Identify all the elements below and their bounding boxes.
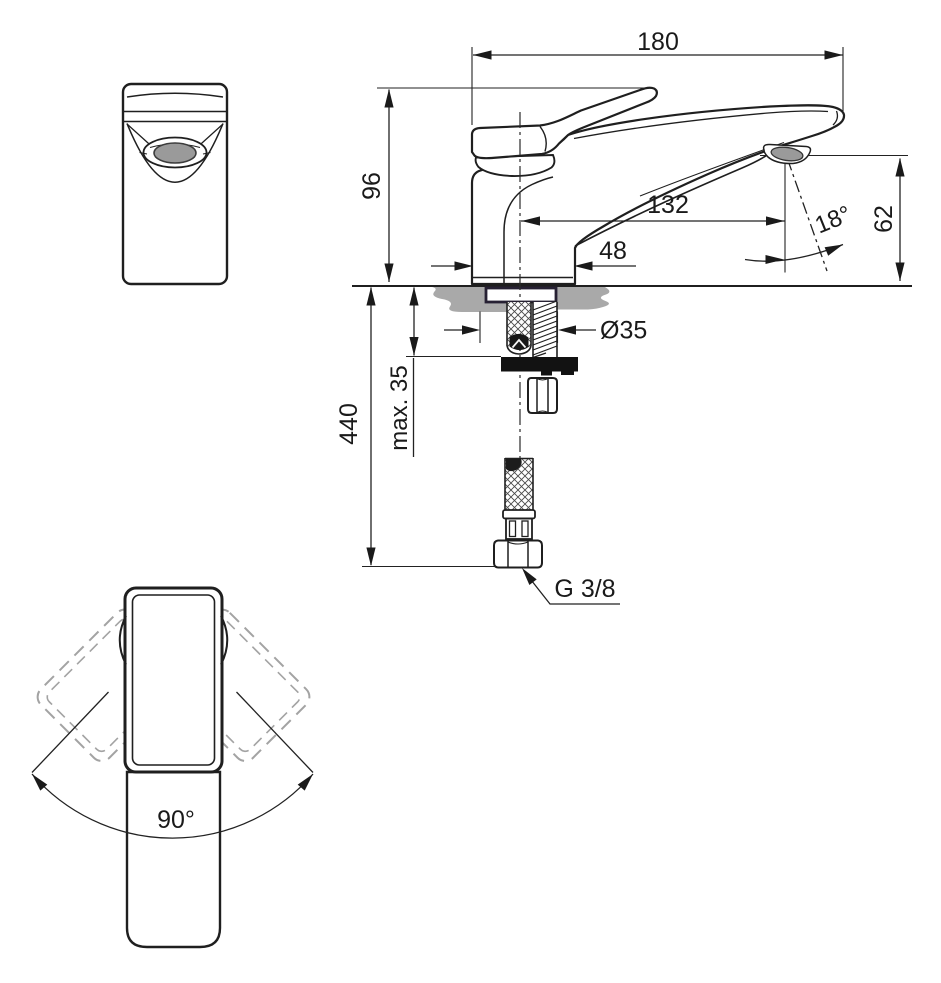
- hose-dark-marking: [509, 333, 529, 351]
- swivel-radial-right: [236, 691, 314, 773]
- supply-hose-lower: [504, 457, 534, 510]
- supply-hose-upper: [506, 302, 532, 355]
- dim-base-depth: 48: [431, 237, 636, 271]
- fastening-washer: [501, 357, 578, 376]
- body-inner-left-curve: [503, 176, 554, 283]
- dim-label-swivel-angle: 90°: [157, 806, 195, 834]
- dim-label-max35: max. 35: [386, 365, 413, 450]
- dim-label-96: 96: [358, 172, 386, 200]
- hose-fitting-collar: [502, 509, 536, 540]
- top-handle-outline: [123, 586, 224, 774]
- callout-supply-connection: G 3/8: [522, 568, 620, 605]
- front-view: [121, 82, 229, 286]
- dim-label-48: 48: [599, 237, 627, 265]
- deck-slab-left: [430, 286, 507, 312]
- under-deck-assembly: [493, 300, 578, 569]
- swivel-arrow-left: [32, 774, 48, 791]
- front-aerator-inner: [153, 142, 197, 164]
- dim-overall-depth: 180: [471, 28, 844, 125]
- side-aerator: [762, 143, 812, 165]
- dim-label-132: 132: [647, 191, 689, 219]
- spout-top-inner-line: [573, 110, 829, 140]
- dim-outlet-angle: 18°: [744, 158, 855, 272]
- dim-hole-diameter: Ø35: [444, 311, 647, 345]
- hose-dark-marking-2: [506, 459, 522, 472]
- swivel-radial-left: [31, 691, 109, 773]
- deck-section: [352, 285, 912, 312]
- front-spout-recess-arc: [126, 123, 224, 183]
- swivel-arrow-right: [297, 774, 313, 791]
- top-view: 90°: [31, 586, 314, 949]
- side-view: [470, 86, 846, 304]
- threaded-shank: [532, 300, 558, 359]
- swivel-arc: [31, 773, 314, 839]
- top-side-bumps: [118, 615, 229, 665]
- dim-label-18deg: 18°: [811, 201, 855, 240]
- front-aerator-side-ticks: [139, 151, 211, 155]
- dim-spout-reach: 132: [521, 163, 786, 273]
- handle-inner-line: [539, 126, 547, 152]
- dim-height: 96: [358, 87, 647, 282]
- dim-max-thickness: max. 35: [386, 287, 501, 457]
- dim-label-o35: Ø35: [600, 317, 647, 345]
- connection-nut-g38: [493, 539, 543, 569]
- spout-highlight-curve: [574, 149, 775, 247]
- dimensions: 180 96 132 48: [335, 28, 908, 605]
- dim-label-180: 180: [637, 28, 679, 56]
- handle-lever: [470, 86, 658, 160]
- front-body-outline: [121, 82, 229, 286]
- fastening-nut: [527, 377, 558, 414]
- mounting-flange: [484, 286, 558, 304]
- deck-slab-right: [553, 286, 610, 310]
- dim-hose-length: 440: [335, 287, 497, 568]
- front-handle-top-arc: [126, 92, 224, 98]
- aerator-disc: [770, 146, 804, 162]
- dim-label-440: 440: [335, 403, 363, 445]
- dim-label-g38: G 3/8: [554, 575, 615, 603]
- dim-label-62: 62: [870, 205, 898, 233]
- spout-tip-inner-line: [832, 110, 839, 126]
- dim-outlet-height: 62: [760, 154, 908, 281]
- top-body-outline: [125, 770, 222, 949]
- cartridge-collar: [474, 154, 556, 177]
- top-handle-inner: [131, 594, 216, 766]
